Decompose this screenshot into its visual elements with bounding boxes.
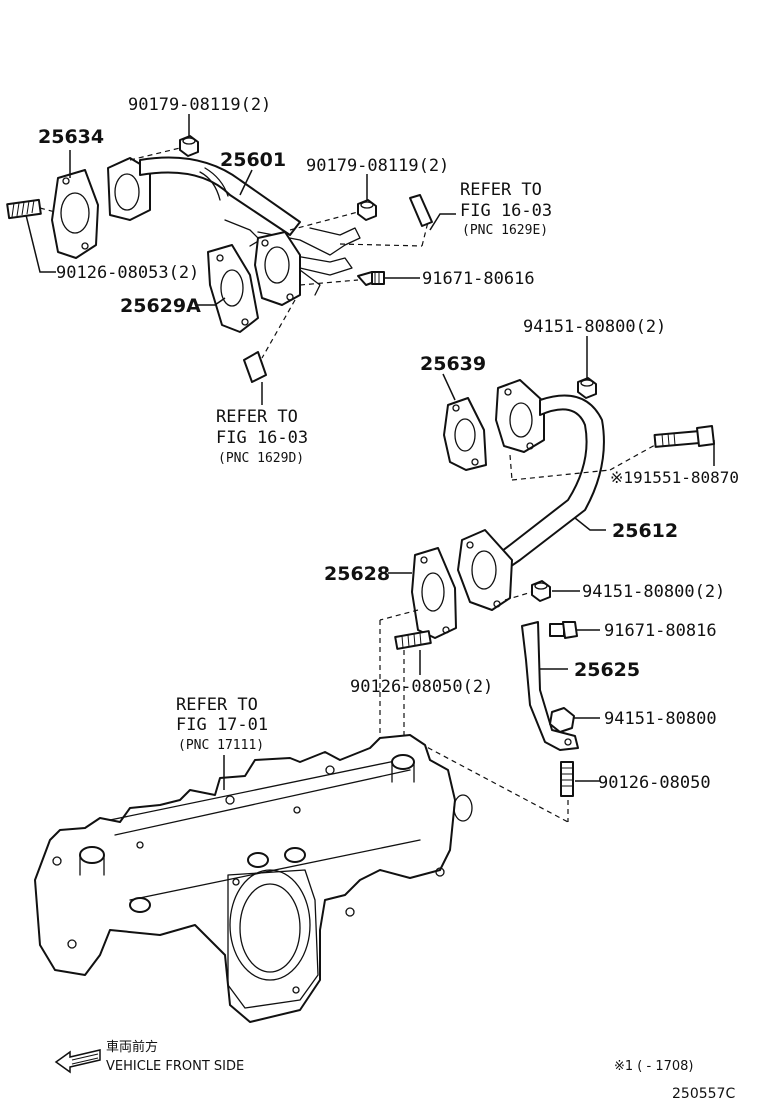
- hose-1629d-part: [243, 351, 267, 383]
- vehicle-front-indicator: 車両前方 VEHICLE FRONT SIDE: [54, 1039, 244, 1074]
- front-arrow-icon: [54, 1049, 101, 1074]
- label-stud-90126-08053: 90126-08053(2): [56, 263, 199, 283]
- label-nut-94151-top: 94151-80800(2): [523, 317, 666, 337]
- bracket-25625-part: [521, 621, 579, 751]
- gasket-25629a-part: [207, 244, 259, 333]
- footnote: ※1 ( - 1708): [614, 1059, 693, 1074]
- label-refer-e-line3: (PNC 1629E): [462, 223, 548, 238]
- bolt-91671-80816-part: [549, 621, 578, 639]
- bolt-91551-80870-part: [653, 425, 715, 448]
- bolt-91671-80616-part: [357, 271, 385, 286]
- label-refer-e-line1: REFER TO: [460, 180, 542, 200]
- label-refer-d-line1: REFER TO: [216, 407, 298, 427]
- gasket-25634-part: [51, 169, 99, 259]
- label-refer-f-line3: (PNC 17111): [178, 738, 264, 753]
- pipe-25612-part: [457, 379, 605, 611]
- label-nut-90179-top: 90179-08119(2): [128, 95, 271, 115]
- label-bolt-91551-80870: ※191551-80870: [610, 468, 739, 487]
- label-pipe-25612: 25612: [612, 520, 678, 542]
- label-refer-f-line1: REFER TO: [176, 695, 258, 715]
- label-nut-94151-mid: 94151-80800(2): [582, 582, 725, 602]
- gasket-25639-part: [443, 397, 487, 471]
- label-pipe-25601: 25601: [220, 149, 286, 171]
- vehicle-front-en: VEHICLE FRONT SIDE: [106, 1059, 244, 1074]
- nut-94151-mid-part: [531, 580, 551, 602]
- nut-94151-low-part: [549, 707, 575, 733]
- label-bracket-25625: 25625: [574, 659, 640, 681]
- stud-90126-08050-mid-part: [394, 630, 432, 650]
- label-stud-90126-08050-mid: 90126-08050(2): [350, 677, 493, 697]
- label-nut-90179-right: 90179-08119(2): [306, 156, 449, 176]
- label-refer-d-line3: (PNC 1629D): [218, 451, 304, 466]
- callout-labels: 90179-08119(2) 25634 25601 90179-08119(2…: [38, 95, 739, 793]
- intake-manifold-part: [34, 734, 473, 1023]
- label-gasket-25639: 25639: [420, 353, 486, 375]
- label-stud-90126-08050-low: 90126-08050: [598, 773, 711, 793]
- label-bolt-91671-80816: 91671-80816: [604, 621, 717, 641]
- label-gasket-25628: 25628: [324, 563, 390, 585]
- label-gasket-25634: 25634: [38, 126, 104, 148]
- gasket-25628-part: [411, 547, 457, 639]
- label-refer-e-line2: FIG 16-03: [460, 201, 552, 221]
- label-gasket-25629a: 25629A: [120, 295, 201, 317]
- label-bolt-91671-80616: 91671-80616: [422, 269, 535, 289]
- illustration-code: 250557C: [672, 1086, 735, 1102]
- nut-94151-top-part: [577, 377, 597, 399]
- nut-90179-right-part: [357, 199, 377, 221]
- vehicle-front-jp: 車両前方: [106, 1039, 158, 1055]
- pipe-25601-part: [107, 156, 361, 306]
- stud-90126-08053-part: [6, 198, 42, 220]
- label-refer-f-line2: FIG 17-01: [176, 715, 268, 735]
- hose-1629e-part: [409, 194, 433, 227]
- leader-lines: [25, 114, 715, 790]
- label-refer-d-line2: FIG 16-03: [216, 428, 308, 448]
- nut-90179-top-part: [179, 135, 199, 157]
- label-nut-94151-low: 94151-80800: [604, 709, 717, 729]
- stud-90126-08050-low-part: [560, 761, 574, 797]
